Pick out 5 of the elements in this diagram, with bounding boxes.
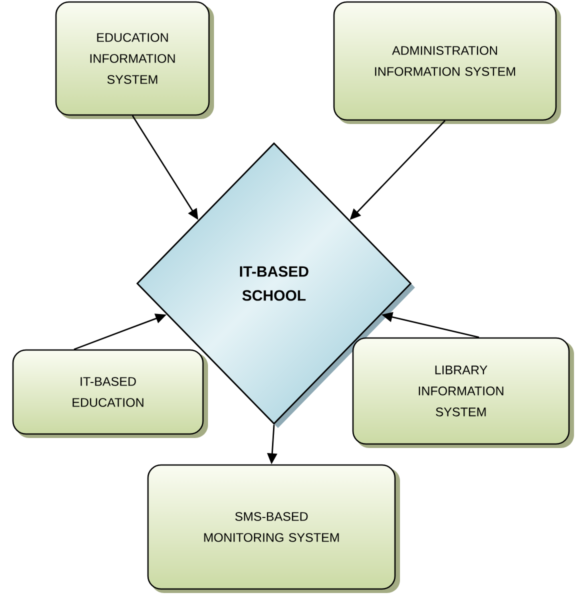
process-box: ADMINISTRATION INFORMATION SYSTEM: [333, 1, 561, 124]
process-box: IT-BASED EDUCATION: [12, 349, 208, 438]
process-box: EDUCATION INFORMATION SYSTEM: [55, 1, 214, 119]
process-box: SMS-BASED MONITORING SYSTEM: [147, 464, 400, 593]
process-box: LIBRARY INFORMATION SYSTEM: [352, 337, 574, 448]
